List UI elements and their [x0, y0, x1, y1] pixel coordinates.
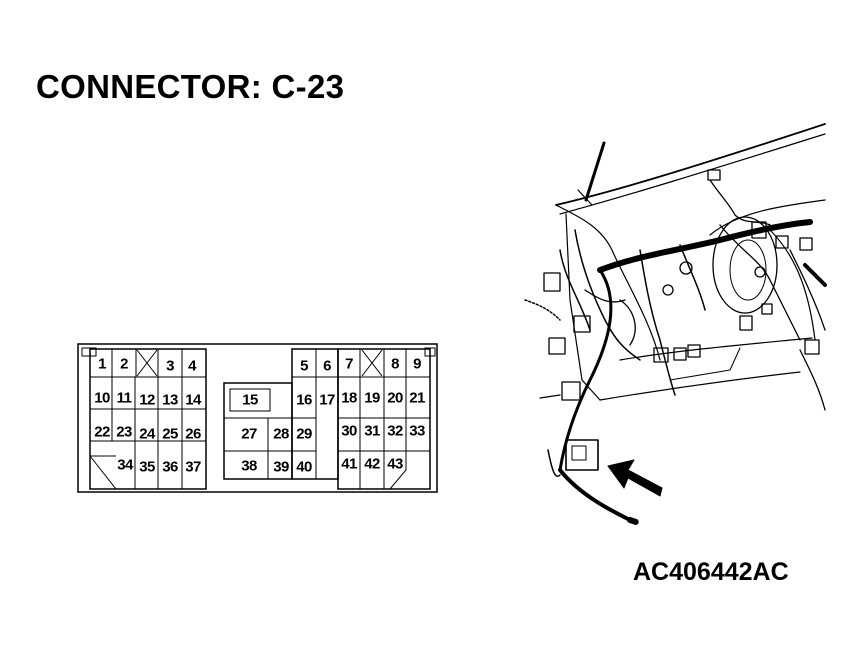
pin-label: 12	[139, 392, 155, 409]
pin-label: 37	[185, 459, 201, 476]
pin-label: 2	[120, 356, 128, 373]
connector-title: CONNECTOR: C-23	[36, 68, 345, 105]
pin-labels: 1 2 3 4 5 6 7 8 9 10 11 12 13 14 15 16 1…	[94, 356, 425, 476]
pin-label: 32	[387, 423, 403, 440]
pin-label: 39	[273, 459, 289, 476]
pin-label: 7	[345, 356, 353, 373]
pin-label: 24	[139, 426, 156, 443]
figure-reference-id: AC406442AC	[633, 558, 789, 586]
pin-label: 4	[188, 358, 197, 375]
pin-label: 15	[242, 392, 258, 409]
pin-label: 42	[364, 456, 380, 473]
pin-label: 40	[296, 459, 312, 476]
pin-label: 1	[98, 356, 106, 373]
pin-label: 3	[166, 358, 174, 375]
pin-label: 19	[364, 390, 380, 407]
pin-label: 18	[341, 390, 357, 407]
pin-label: 27	[241, 426, 257, 443]
pin-label: 6	[323, 358, 331, 375]
pin-label: 20	[387, 390, 403, 407]
pin-label: 41	[341, 456, 357, 473]
pin-label: 16	[296, 392, 312, 409]
pin-label: 28	[273, 426, 289, 443]
pin-label: 10	[94, 390, 110, 407]
pin-label: 21	[409, 390, 425, 407]
connector-face	[77, 343, 438, 493]
pin-label: 31	[364, 423, 380, 440]
dashboard-harness-illustration	[524, 123, 827, 525]
pin-label: 11	[117, 390, 132, 407]
pin-label: 26	[185, 426, 201, 443]
pin-label: 33	[409, 423, 425, 440]
pin-label: 36	[162, 459, 178, 476]
pin-label: 23	[116, 424, 132, 441]
pin-label: 13	[162, 392, 178, 409]
pin-label: 34	[117, 457, 134, 474]
pin-label: 8	[391, 356, 399, 373]
pin-label: 38	[241, 458, 257, 475]
pin-label: 17	[319, 392, 335, 409]
pin-label: 43	[387, 456, 403, 473]
pin-label: 30	[341, 423, 357, 440]
pin-label: 5	[300, 358, 308, 375]
pin-label: 29	[296, 426, 312, 443]
pin-label: 22	[94, 424, 110, 441]
pin-label: 14	[185, 392, 202, 409]
pin-label: 25	[162, 426, 178, 443]
pin-label: 9	[413, 356, 421, 373]
pin-label: 35	[139, 459, 155, 476]
